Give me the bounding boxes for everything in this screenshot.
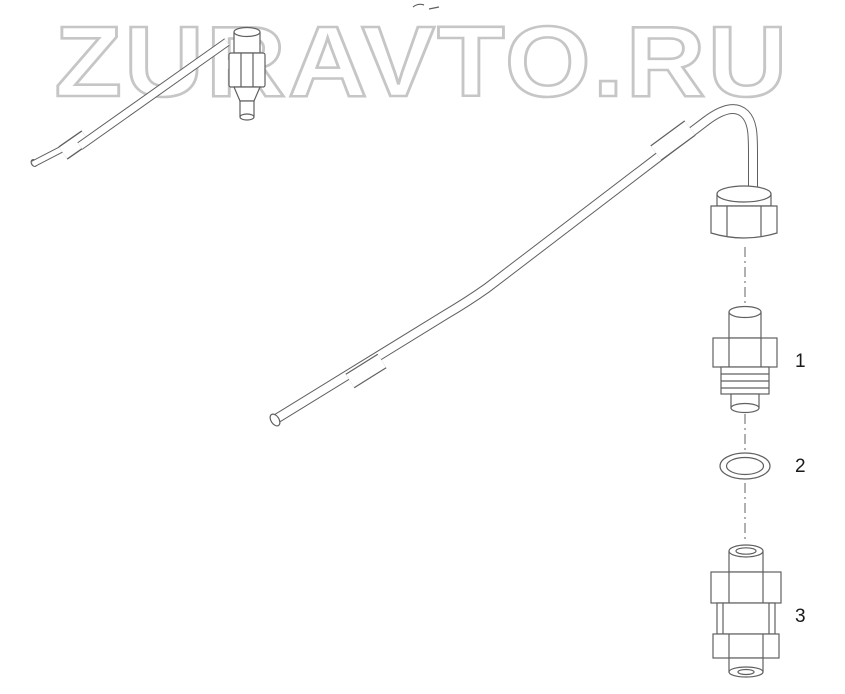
part-label-1: 1 [795, 351, 806, 372]
upper-pipe-assembly [30, 26, 266, 168]
part-1-fitting [712, 305, 778, 414]
top-edge-artifact [412, 3, 440, 10]
part-3-fitting [710, 544, 782, 678]
part-callouts: 1 2 3 [795, 351, 806, 627]
part-label-2: 2 [795, 456, 806, 477]
vent-fitting [228, 26, 266, 121]
part-2-oring [719, 452, 771, 480]
pipe-open-end [269, 413, 281, 427]
watermark-text: ZURAVTO.RU [55, 6, 790, 118]
main-pipe [269, 104, 758, 427]
elbow-hex-nut [710, 185, 778, 239]
part-label-3: 3 [795, 606, 806, 627]
